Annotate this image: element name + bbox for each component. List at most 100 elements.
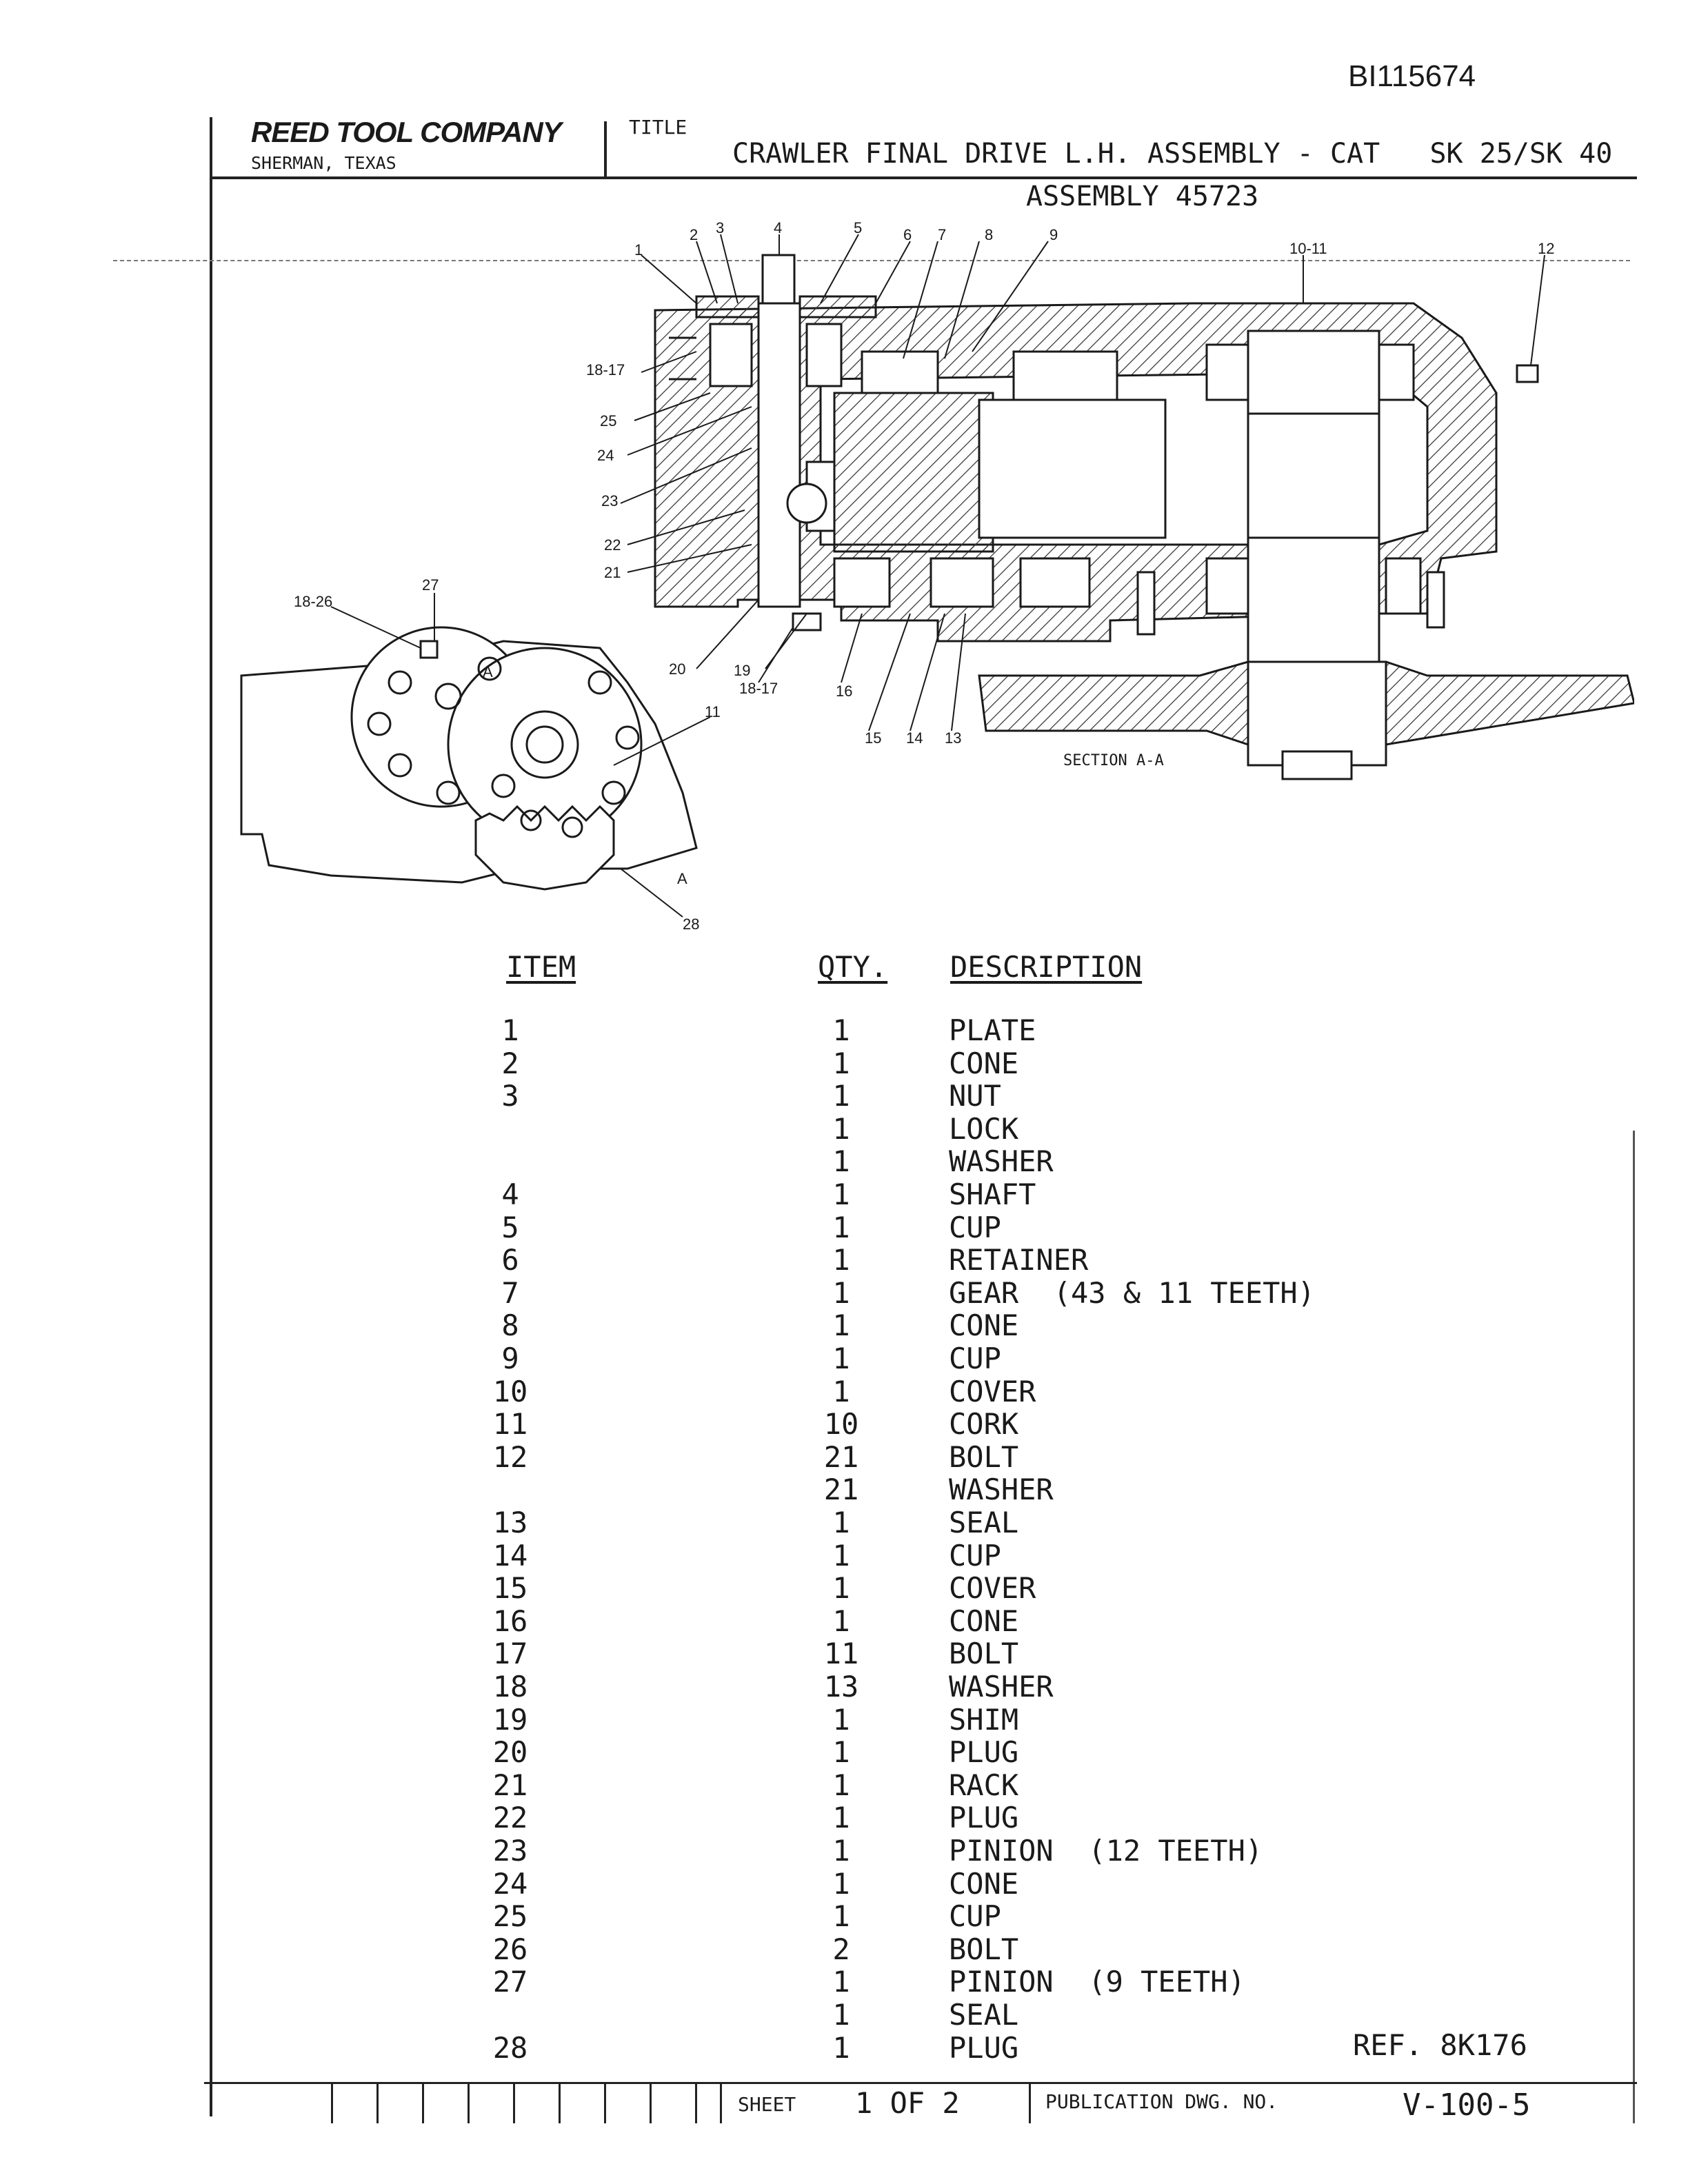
item-description: PLUG	[949, 2030, 1019, 2065]
svg-text:20: 20	[669, 660, 685, 678]
svg-text:16: 16	[836, 682, 852, 700]
item-description: BOLT	[949, 1932, 1019, 1966]
svg-text:25: 25	[600, 412, 616, 429]
item-number: 23	[492, 1834, 528, 1868]
svg-text:4: 4	[774, 219, 782, 236]
footer-cell-divider	[331, 2083, 333, 2123]
item-number: 18	[492, 1670, 528, 1703]
header-divider	[604, 121, 607, 179]
item-number: 28	[492, 2030, 528, 2065]
item-qty: 1	[832, 1702, 850, 1737]
footer-cell-divider	[422, 2083, 424, 2123]
footer-cell-divider	[720, 2083, 722, 2123]
item-qty: 11	[823, 1637, 859, 1671]
item-qty: 1	[832, 1144, 850, 1179]
item-qty: 1	[832, 1046, 850, 1080]
publication-number: V-100-5	[1403, 2087, 1531, 2123]
company-name: REED TOOL COMPANY	[251, 116, 562, 148]
item-qty: 21	[823, 1439, 859, 1474]
item-number: 3	[501, 1079, 519, 1113]
item-description: RACK	[949, 1768, 1019, 1802]
publication-label: PUBLICATION DWG. NO.	[1045, 2090, 1278, 2113]
svg-text:2: 2	[690, 226, 698, 243]
item-qty: 1	[832, 1506, 850, 1539]
assembly-drawing: 1 2 3 4 5 6 7 8 9 10-11 12 18-17 25 24 2…	[240, 219, 1634, 933]
item-number: 21	[492, 1768, 528, 1802]
item-qty: 1	[832, 1374, 850, 1408]
item-qty: 1	[832, 1571, 850, 1606]
item-description: CORK	[949, 1407, 1019, 1442]
item-qty: 1	[832, 1866, 850, 1901]
item-number: 27	[492, 1965, 528, 1999]
item-qty: 1	[832, 1177, 850, 1211]
item-description: WASHER	[949, 1473, 1054, 1507]
title-label: TITLE	[629, 116, 687, 139]
svg-text:11: 11	[705, 703, 721, 720]
side-view	[240, 626, 698, 891]
item-qty: 1	[832, 1998, 850, 2032]
footer-cell-divider	[376, 2083, 379, 2123]
item-description: CONE	[949, 1604, 1019, 1638]
item-description: PINION (12 TEETH)	[949, 1834, 1263, 1868]
item-description: BOLT	[949, 1439, 1019, 1474]
item-qty: 1	[832, 1308, 850, 1343]
company-location: SHERMAN, TEXAS	[251, 153, 396, 173]
svg-text:8: 8	[985, 226, 993, 243]
item-number: 8	[501, 1308, 519, 1343]
item-number: 12	[492, 1439, 528, 1474]
item-number: 7	[501, 1275, 519, 1310]
item-qty: 1	[832, 1538, 850, 1573]
reference-number: REF. 8K176	[1353, 2028, 1527, 2062]
svg-text:22: 22	[604, 536, 621, 554]
document-title: CRAWLER FINAL DRIVE L.H. ASSEMBLY - CAT …	[732, 138, 1613, 170]
item-qty: 1	[832, 1834, 850, 1868]
svg-text:24: 24	[597, 447, 614, 464]
svg-text:13: 13	[945, 729, 961, 747]
item-qty: 1	[832, 1275, 850, 1310]
item-description: CONE	[949, 1046, 1019, 1080]
item-description: CUP	[949, 1210, 1001, 1244]
column-header-item: ITEM	[506, 950, 576, 984]
footer-cell-divider	[513, 2083, 515, 2123]
item-number: 1	[501, 1013, 519, 1047]
svg-text:23: 23	[601, 492, 618, 509]
item-qty: 1	[832, 1079, 850, 1113]
callout-labels: 1 2 3 4 5 6 7 8 9 10-11 12 18-17 25 24 2…	[294, 219, 1554, 933]
item-qty: 13	[823, 1670, 859, 1703]
svg-text:15: 15	[865, 729, 881, 747]
svg-text:21: 21	[604, 564, 621, 581]
item-qty: 1	[832, 1111, 850, 1146]
item-number: 5	[501, 1210, 519, 1244]
item-description: CUP	[949, 1342, 1001, 1375]
item-qty: 1	[832, 1210, 850, 1244]
item-qty: 1	[832, 1735, 850, 1770]
item-description: SEAL	[949, 1998, 1019, 2032]
sheet-value: 1 OF 2	[855, 2086, 960, 2120]
item-description: PLUG	[949, 1801, 1019, 1835]
item-description: CUP	[949, 1899, 1001, 1934]
item-description: PLUG	[949, 1735, 1019, 1770]
svg-text:3: 3	[716, 219, 724, 236]
footer-cell-divider	[604, 2083, 606, 2123]
document-id: BI115674	[1348, 59, 1476, 93]
leader-lines	[330, 234, 1545, 918]
footer-cell-divider	[559, 2083, 561, 2123]
svg-text:A: A	[483, 663, 493, 680]
item-qty: 1	[832, 1604, 850, 1638]
item-description: RETAINER	[949, 1243, 1089, 1277]
item-qty: 1	[832, 1243, 850, 1277]
item-number: 10	[492, 1374, 528, 1408]
item-description: LOCK	[949, 1111, 1019, 1146]
column-header-qty: QTY.	[818, 950, 888, 984]
item-description: GEAR (43 & 11 TEETH)	[949, 1275, 1316, 1310]
svg-text:5: 5	[854, 219, 862, 236]
footer-cell-divider	[695, 2083, 697, 2123]
item-number: 6	[501, 1243, 519, 1277]
svg-text:18-17: 18-17	[739, 680, 778, 697]
svg-text:14: 14	[906, 729, 923, 747]
item-qty: 1	[832, 1768, 850, 1802]
svg-text:6: 6	[903, 226, 912, 243]
frame-top-border	[210, 176, 1637, 179]
svg-text:1: 1	[634, 241, 643, 259]
svg-text:18-26: 18-26	[294, 593, 332, 610]
